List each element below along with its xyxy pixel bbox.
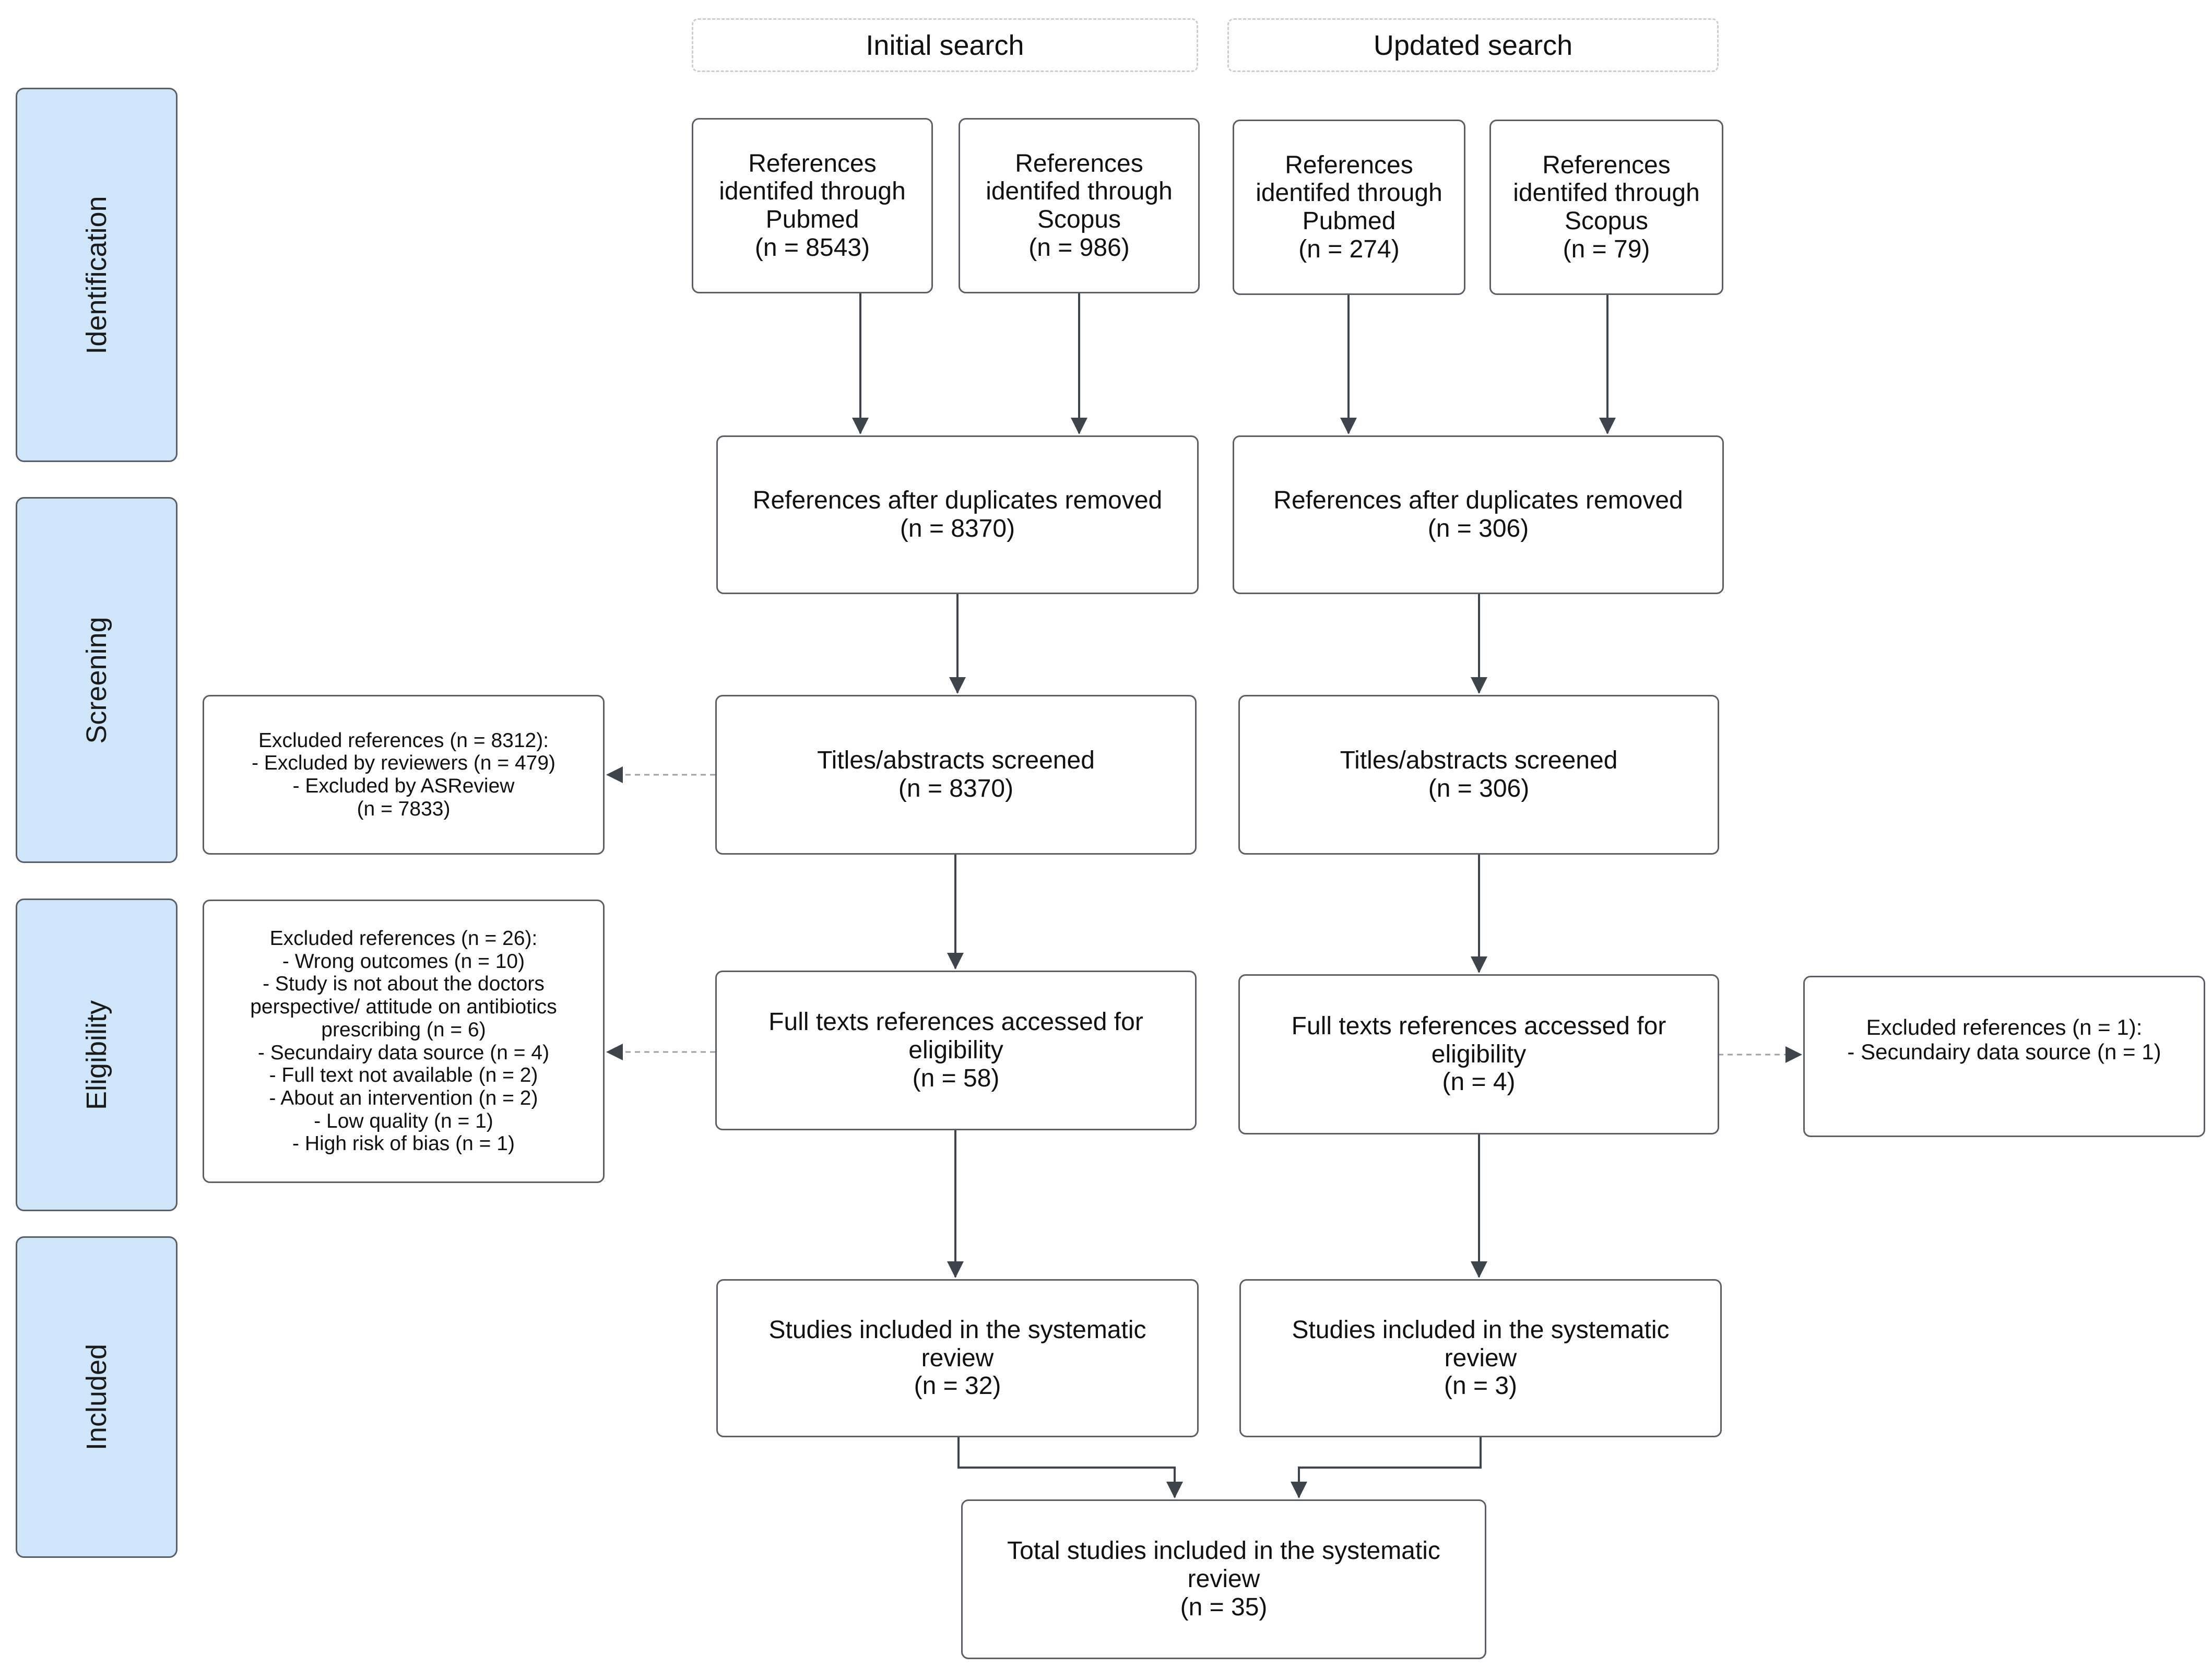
initial-excluded-eligibility-line: prescribing (n = 6) <box>321 1018 486 1041</box>
updated-pubmed-line: (n = 274) <box>1298 235 1400 263</box>
initial-excluded-eligibility-line: - Full text not available (n = 2) <box>269 1064 538 1087</box>
updated-fulltext-line: Full texts references accessed for <box>1291 1012 1666 1040</box>
total-included-line: Total studies included in the systematic <box>1007 1537 1440 1565</box>
phase-included: Included <box>16 1236 178 1558</box>
initial-included-line: review <box>921 1344 994 1372</box>
initial-excluded-eligibility-line: - Secundairy data source (n = 4) <box>257 1041 550 1064</box>
initial-pubmed-line: identifed through <box>719 178 906 206</box>
updated-pubmed-line: References <box>1285 151 1413 179</box>
updated-fulltext-line: eligibility <box>1431 1040 1527 1068</box>
initial-dedup-box: References after duplicates removed(n = … <box>716 435 1199 594</box>
updated-scopus-line: Scopus <box>1564 207 1649 235</box>
initial-dedup-line: (n = 8370) <box>900 515 1015 542</box>
initial-excluded-eligibility-line: perspective/ attitude on antibiotics <box>250 996 557 1019</box>
initial-pubmed-line: References <box>748 149 877 178</box>
phase-screening-label: Screening <box>81 616 112 744</box>
initial-excluded-screening-box: Excluded references (n = 8312):- Exclude… <box>203 695 605 855</box>
initial-excluded-eligibility-line: - About an intervention (n = 2) <box>269 1086 538 1109</box>
total-included-line: (n = 35) <box>1180 1593 1268 1621</box>
initial-scopus-line: (n = 986) <box>1028 233 1130 262</box>
updated-screened-line: Titles/abstracts screened <box>1340 747 1618 775</box>
initial-included-line: Studies included in the systematic <box>768 1316 1146 1344</box>
initial-excluded-screening-line: Excluded references (n = 8312): <box>258 729 549 752</box>
initial-excluded-eligibility-line: Excluded references (n = 26): <box>269 927 538 950</box>
updated-pubmed-line: Pubmed <box>1302 207 1396 235</box>
updated-included-line: review <box>1444 1344 1517 1372</box>
updated-pubmed-line: identifed through <box>1256 179 1442 207</box>
initial-pubmed-line: (n = 8543) <box>754 233 870 262</box>
initial-excluded-eligibility-line: - Study is not about the doctors <box>263 973 545 996</box>
updated-scopus-line: (n = 79) <box>1563 235 1650 263</box>
updated-excluded-eligibility-line: Excluded references (n = 1): <box>1866 1015 2143 1039</box>
updated-excluded-eligibility-box: Excluded references (n = 1):- Secundairy… <box>1803 976 2205 1137</box>
initial-scopus-line: Scopus <box>1037 206 1121 233</box>
phase-identification-label: Identification <box>81 195 112 354</box>
updated-included-line: Studies included in the systematic <box>1292 1316 1670 1344</box>
phase-included-label: Included <box>81 1343 112 1451</box>
updated-dedup-box: References after duplicates removed(n = … <box>1233 435 1724 594</box>
updated-excluded-eligibility-line: - Secundairy data source (n = 1) <box>1847 1039 2161 1065</box>
initial-screened-line: Titles/abstracts screened <box>817 747 1095 775</box>
initial-dedup-line: References after duplicates removed <box>752 487 1163 515</box>
arrow-initial-included-to-total <box>957 1437 1183 1498</box>
initial-screened-line: (n = 8370) <box>898 775 1014 802</box>
initial-scopus-line: References <box>1015 149 1143 178</box>
initial-search-header: Initial search <box>692 18 1198 72</box>
updated-screened-box: Titles/abstracts screened(n = 306) <box>1238 695 1719 855</box>
initial-excluded-eligibility-line: - High risk of bias (n = 1) <box>292 1132 515 1155</box>
total-included-box: Total studies included in the systematic… <box>961 1499 1486 1659</box>
updated-fulltext-line: (n = 4) <box>1442 1068 1516 1096</box>
phase-identification: Identification <box>16 88 178 462</box>
updated-dedup-line: References after duplicates removed <box>1273 487 1683 515</box>
total-included-line: review <box>1187 1565 1260 1593</box>
initial-screened-box: Titles/abstracts screened(n = 8370) <box>715 695 1197 855</box>
updated-screened-line: (n = 306) <box>1428 775 1530 802</box>
initial-excluded-screening-line: (n = 7833) <box>357 797 451 820</box>
updated-included-line: (n = 3) <box>1444 1372 1518 1400</box>
initial-excluded-screening-line: - Excluded by ASReview <box>292 775 515 797</box>
initial-excluded-eligibility-box: Excluded references (n = 26):- Wrong out… <box>203 900 605 1183</box>
initial-excluded-screening-line: - Excluded by reviewers (n = 479) <box>251 752 555 775</box>
initial-fulltext-line: (n = 58) <box>912 1064 1000 1092</box>
updated-dedup-line: (n = 306) <box>1427 515 1529 542</box>
initial-pubmed-line: Pubmed <box>765 206 859 233</box>
initial-excluded-eligibility-line: - Wrong outcomes (n = 10) <box>282 950 525 973</box>
updated-scopus-line: References <box>1542 151 1671 179</box>
initial-included-line: (n = 32) <box>914 1372 1001 1400</box>
phase-screening: Screening <box>16 497 178 863</box>
updated-search-header: Updated search <box>1227 18 1719 72</box>
initial-fulltext-line: eligibility <box>908 1036 1003 1065</box>
initial-excluded-eligibility-line: - Low quality (n = 1) <box>314 1109 493 1132</box>
phase-eligibility: Eligibility <box>16 898 178 1211</box>
initial-fulltext-line: Full texts references accessed for <box>768 1008 1143 1036</box>
phase-eligibility-label: Eligibility <box>81 1000 112 1110</box>
arrow-updated-included-to-total <box>1291 1437 1482 1498</box>
initial-scopus-line: identifed through <box>986 178 1173 206</box>
updated-scopus-line: identifed through <box>1513 179 1700 207</box>
